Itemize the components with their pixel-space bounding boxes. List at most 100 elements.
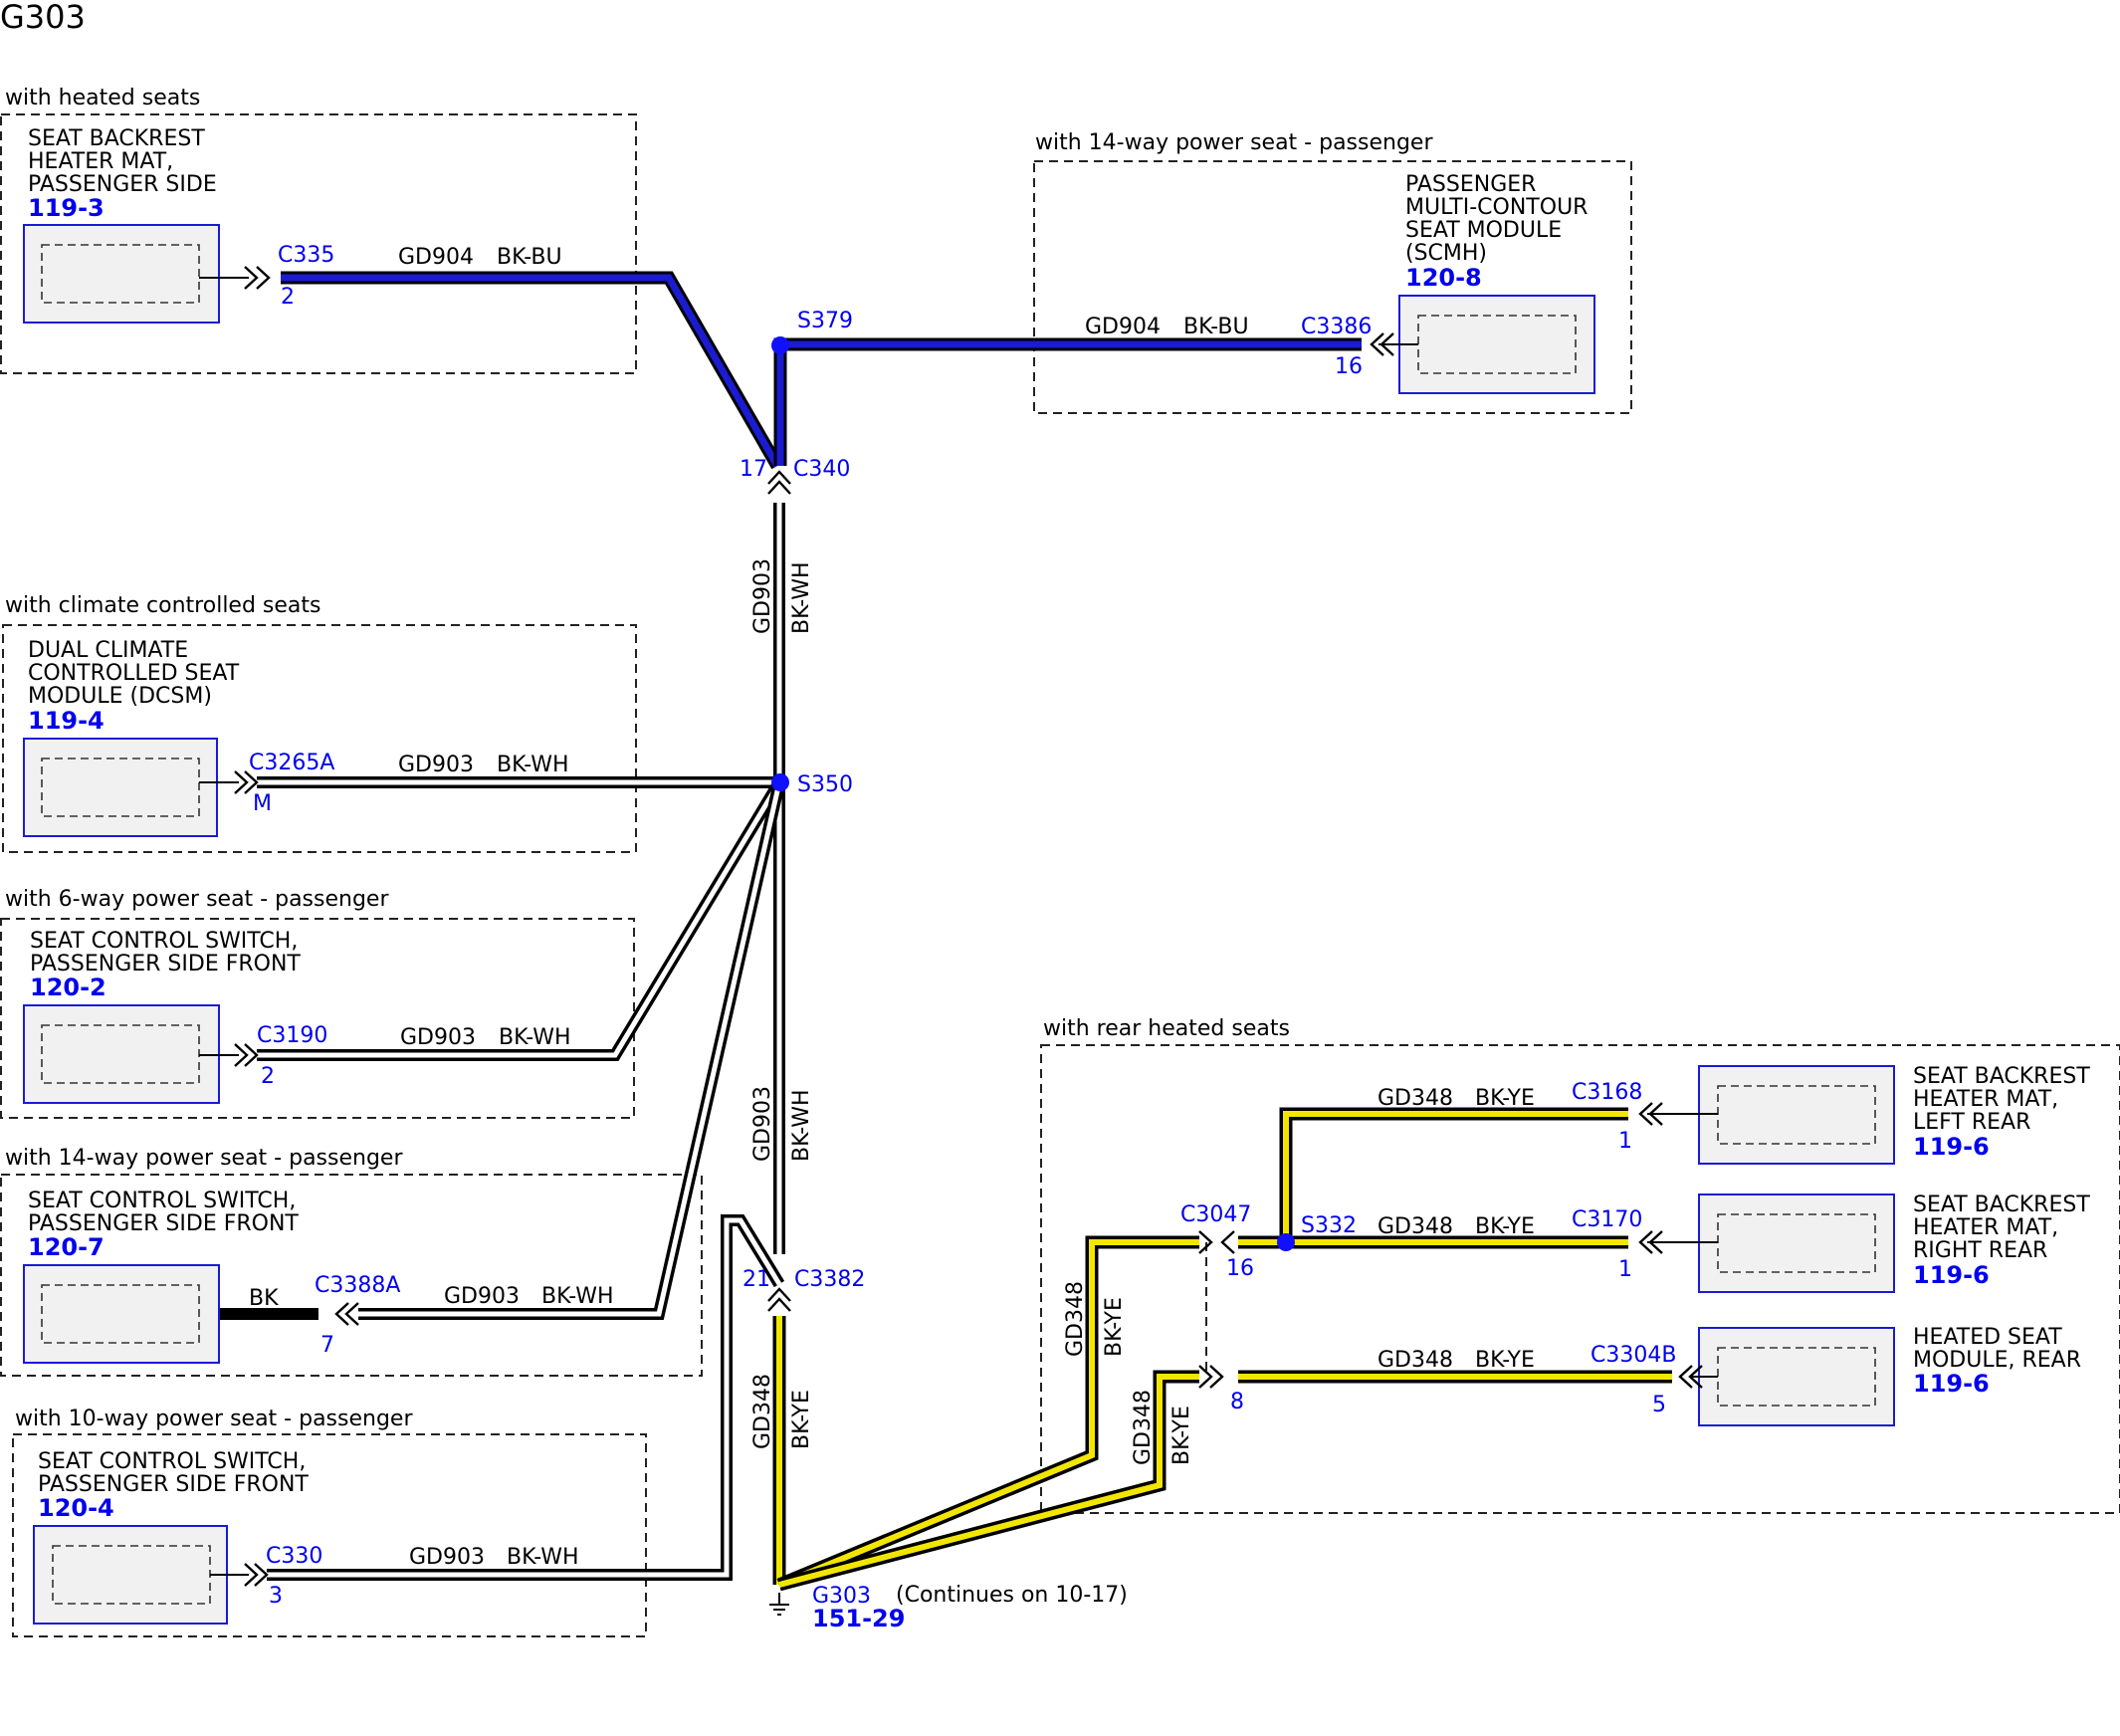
connector-id[interactable]: C335 — [278, 243, 334, 268]
svg-text:GD903: GD903 — [750, 1086, 775, 1162]
wire-gd348-c3047-16 — [776, 1235, 1199, 1592]
group-label: with 6-way power seat - passenger — [5, 887, 389, 912]
diagram-title: G303 — [0, 0, 86, 36]
pin-number: 21 — [742, 1267, 770, 1292]
pin-number: 7 — [320, 1333, 334, 1358]
wire-gd903-c3388a — [358, 780, 785, 1320]
svg-text:GD904: GD904 — [398, 245, 474, 270]
pin-number: 5 — [1652, 1393, 1666, 1417]
pin-number: 1 — [1618, 1257, 1632, 1282]
group-label: with rear heated seats — [1043, 1016, 1290, 1041]
connector-id[interactable]: C3382 — [794, 1267, 865, 1292]
pin-number: 16 — [1226, 1256, 1254, 1281]
group-label: with heated seats — [5, 86, 200, 110]
wire-gd904-s379 — [773, 337, 1362, 466]
group-rear-heated: with rear heated seats — [1040, 1016, 2120, 1514]
svg-text:BK-WH: BK-WH — [507, 1545, 579, 1570]
svg-text:BK-WH: BK-WH — [789, 561, 814, 634]
component-seat-control-switch-14way[interactable]: SEAT CONTROL SWITCH,PASSENGER SIDE FRONT… — [23, 1189, 299, 1364]
svg-text:GD348: GD348 — [1131, 1390, 1156, 1465]
component-ref[interactable]: 119-3 — [28, 194, 105, 222]
component-seat-control-switch-6way[interactable]: SEAT CONTROL SWITCH,PASSENGER SIDE FRONT… — [23, 929, 301, 1104]
connector-id[interactable]: C3168 — [1572, 1080, 1642, 1105]
svg-text:SEAT CONTROL SWITCH,PASSENGER: SEAT CONTROL SWITCH,PASSENGER SIDE FRONT — [30, 929, 301, 976]
svg-text:BK-YE: BK-YE — [789, 1390, 814, 1449]
splice-label[interactable]: S379 — [797, 309, 853, 333]
svg-text:GD904: GD904 — [1085, 315, 1161, 339]
svg-text:BK-WH: BK-WH — [789, 1089, 814, 1162]
splice-s332[interactable] — [1277, 1233, 1295, 1251]
svg-text:GD903: GD903 — [398, 753, 474, 777]
ground-g303[interactable]: G303 (Continues on 10-17) 151-29 — [812, 1583, 1128, 1632]
component-ref[interactable]: 120-4 — [38, 1494, 114, 1522]
svg-text:BK-WH: BK-WH — [541, 1284, 614, 1309]
pin-number: 2 — [261, 1064, 275, 1089]
connector-id[interactable]: C3386 — [1301, 315, 1372, 339]
wire-gd903-c3190 — [257, 778, 785, 1061]
group-heated-seats: with heated seats — [0, 86, 637, 374]
ground-ref[interactable]: 151-29 — [812, 1605, 905, 1632]
group-label: with 14-way power seat - passenger — [1035, 130, 1433, 155]
component-seat-control-switch-10way[interactable]: SEAT CONTROL SWITCH,PASSENGER SIDE FRONT… — [33, 1449, 309, 1625]
connector-id[interactable]: C3304B — [1590, 1343, 1676, 1368]
svg-text:GD348: GD348 — [1063, 1281, 1088, 1357]
svg-text:BK-WH: BK-WH — [497, 753, 569, 777]
svg-text:GD903: GD903 — [400, 1025, 476, 1050]
splice-label[interactable]: S332 — [1301, 1213, 1357, 1238]
component-ref[interactable]: 119-4 — [28, 707, 105, 735]
pin-number: 8 — [1230, 1390, 1244, 1414]
svg-text:BK-BU: BK-BU — [497, 245, 562, 270]
pin-number: 3 — [269, 1584, 283, 1609]
connector-id[interactable]: C330 — [266, 1544, 322, 1569]
connector-id[interactable]: C3047 — [1180, 1202, 1251, 1227]
group-label: with climate controlled seats — [5, 593, 321, 618]
connector-id[interactable]: C3190 — [257, 1023, 327, 1048]
wire-gd904-c335 — [281, 271, 783, 470]
splice-label[interactable]: S350 — [797, 772, 853, 797]
wire-gd348-c3047-8 — [777, 1370, 1199, 1592]
group-14way-upper: with 14-way power seat - passenger — [1033, 130, 1632, 414]
connector-id[interactable]: C3388A — [315, 1273, 400, 1298]
splice-s379[interactable] — [771, 336, 789, 354]
connector-id[interactable]: C340 — [793, 457, 850, 482]
svg-text:BK-YE: BK-YE — [1102, 1297, 1127, 1357]
ground-id[interactable]: G303 — [812, 1584, 871, 1609]
svg-text:GD903: GD903 — [750, 558, 775, 634]
svg-text:BK-WH: BK-WH — [499, 1025, 571, 1050]
svg-text:GD348: GD348 — [1378, 1214, 1453, 1239]
svg-text:BK-YE: BK-YE — [1475, 1086, 1535, 1111]
pin-number: 16 — [1335, 354, 1363, 379]
connector-labels: C335 2 C3386 16 C340 17 C3265A M C3190 2… — [249, 243, 1676, 1609]
splice-s350[interactable] — [771, 773, 789, 791]
group-climate-controlled: with climate controlled seats — [2, 593, 637, 853]
svg-text:GD348: GD348 — [1378, 1348, 1453, 1373]
ground-symbol — [769, 1593, 789, 1616]
svg-text:BK-YE: BK-YE — [1475, 1214, 1535, 1239]
wire-gd903-c330 — [267, 1214, 785, 1581]
component-ref[interactable]: 119-6 — [1913, 1133, 1990, 1161]
component-ref[interactable]: 120-2 — [30, 974, 106, 1001]
svg-text:GD903: GD903 — [444, 1284, 520, 1309]
component-ref[interactable]: 119-6 — [1913, 1370, 1990, 1398]
connector-id[interactable]: C3170 — [1572, 1207, 1642, 1232]
component-ref[interactable]: 120-7 — [28, 1233, 105, 1261]
connector-id[interactable]: C3265A — [249, 751, 334, 775]
component-ref[interactable]: 120-8 — [1405, 264, 1482, 292]
component-ref[interactable]: 119-6 — [1913, 1261, 1990, 1289]
wire-gd348-c3168 — [1279, 1107, 1628, 1242]
connector-arrows — [234, 266, 1703, 1587]
svg-text:GD348: GD348 — [1378, 1086, 1453, 1111]
